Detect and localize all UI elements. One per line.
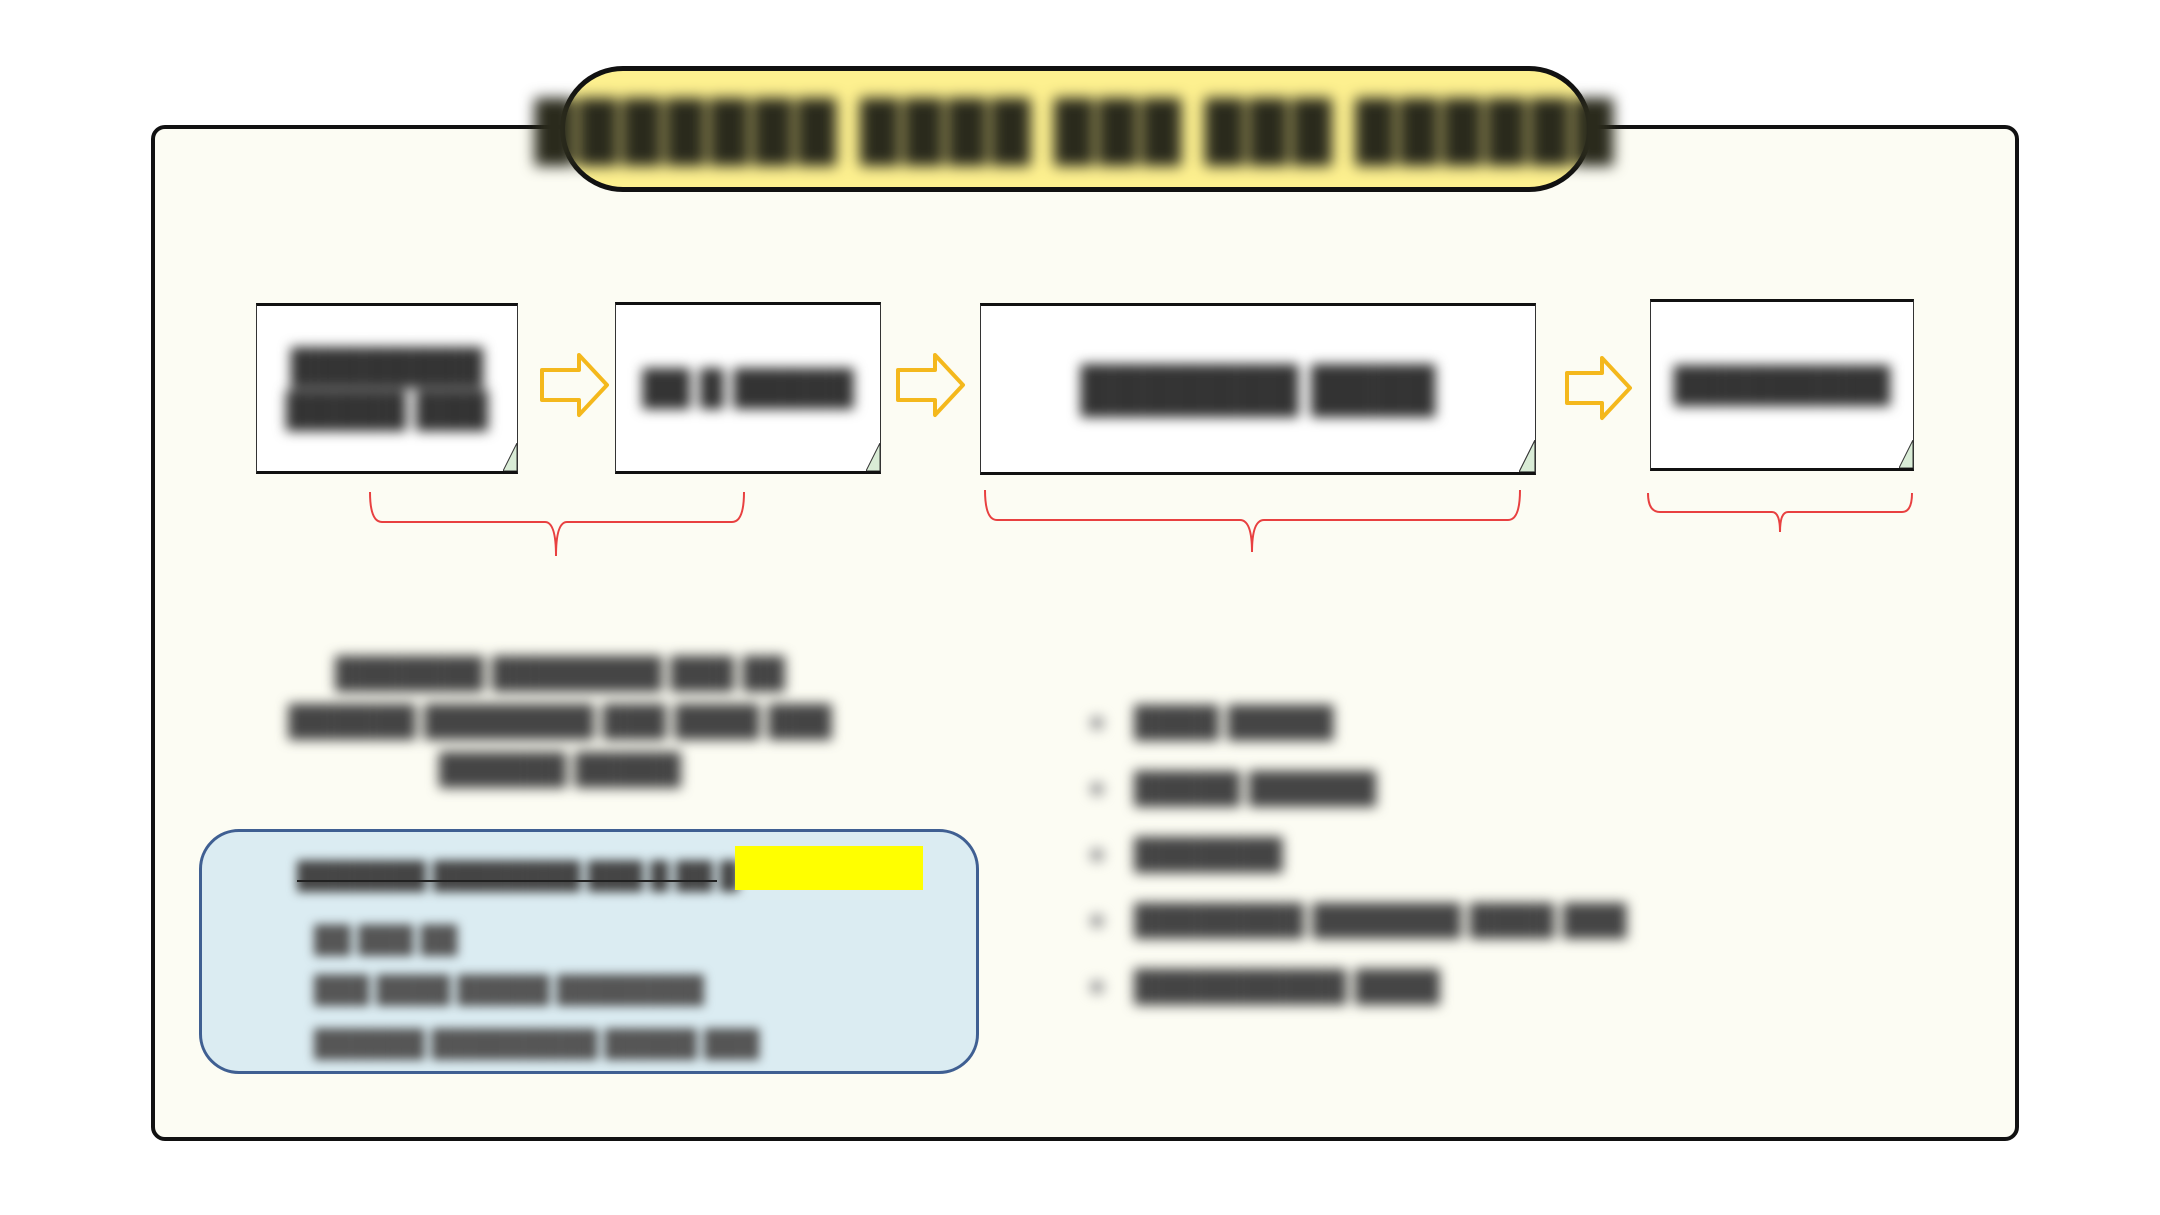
- stage-card-4: █████████: [1650, 299, 1914, 471]
- list-item: ████████ ███████ ████ ███: [1090, 888, 1627, 954]
- page-fold-icon: [1899, 440, 1913, 468]
- stage-card-4-text: █████████: [1673, 365, 1891, 404]
- stage-card-2: ██ █ █████: [615, 302, 881, 474]
- brace-group-2: [984, 489, 1521, 553]
- bullet-icon: [1090, 848, 1104, 862]
- list-item: ████ █████: [1090, 690, 1627, 756]
- stage-card-3-text: ███████ ████: [1080, 364, 1436, 414]
- bullet-list: ████ █████ █████ ██████ ███████ ████████…: [1090, 690, 1627, 1020]
- brace-group-1: [369, 491, 745, 557]
- note-box: ███████ ████████ ███ █ ██ █ ██ ███ ██ ██…: [199, 829, 979, 1074]
- note-line: ██ ███ ██: [314, 924, 458, 954]
- list-item: █████ ██████: [1090, 756, 1627, 822]
- bullet-icon: [1090, 782, 1104, 796]
- arrow-icon: [1565, 356, 1632, 420]
- title-text: ███████ ████ ███ ███ ██████: [534, 97, 1618, 161]
- note-underline: [297, 880, 717, 882]
- arrow-icon: [540, 353, 609, 417]
- highlight-marker: [735, 846, 923, 890]
- list-item: ██████████ ████: [1090, 954, 1627, 1020]
- note-line: ██████ █████████ █████ ███: [314, 1028, 760, 1058]
- bullet-icon: [1090, 980, 1104, 994]
- arrow-icon: [896, 353, 965, 417]
- description-paragraph: ███████ ████████ ███ ██ ██████ ████████ …: [288, 657, 832, 786]
- title-banner: ███████ ████ ███ ███ ██████: [535, 66, 1613, 192]
- page-fold-icon: [1519, 440, 1535, 472]
- stage-card-1: ████████ █████ ███: [256, 303, 518, 474]
- page-fold-icon: [503, 443, 517, 471]
- stage-card-2-text: ██ █ █████: [642, 368, 854, 407]
- page-fold-icon: [866, 443, 880, 471]
- list-item: ███████: [1090, 822, 1627, 888]
- note-heading: ███████ ████████ ███ █ ██ █: [297, 860, 739, 890]
- stage-card-3: ███████ ████: [980, 303, 1536, 475]
- stage-card-1-text: ████████ █████ ███: [285, 348, 489, 429]
- bullet-icon: [1090, 716, 1104, 730]
- note-line: ███ ████ █████ ████████: [314, 974, 705, 1004]
- bullet-icon: [1090, 914, 1104, 928]
- brace-group-3: [1647, 492, 1913, 533]
